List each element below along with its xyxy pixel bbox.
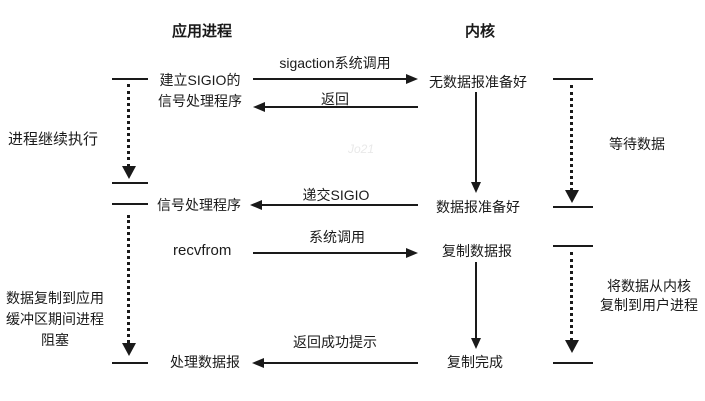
app-timeline-tick-2	[112, 182, 148, 184]
copy-note-line2: 复制到用户进程	[600, 297, 698, 313]
blocking-note-line2: 缓冲区期间进程	[6, 311, 104, 327]
kernel-step-no-datagram-ready: 无数据报准备好	[429, 74, 527, 90]
kernel-timeline-tick-4	[553, 362, 593, 364]
kernel-step-copy-complete: 复制完成	[447, 354, 503, 370]
return-success-arrow	[252, 358, 418, 368]
sigaction-syscall-label: sigaction系统调用	[279, 55, 391, 71]
syscall-label: 系统调用	[309, 229, 365, 245]
process-continues-note: 进程继续执行	[8, 131, 99, 148]
kernel-timeline-tick-1	[553, 78, 593, 80]
kernel-wait-dotted-arrow-1	[565, 85, 579, 203]
kernel-header: 内核	[464, 23, 495, 40]
arrowhead-down-icon	[122, 166, 136, 179]
deliver-sigio-label: 递交SIGIO	[302, 187, 370, 203]
app-step-setup-sigio: 建立SIGIO的 信号处理程序	[152, 70, 248, 112]
app-wait-dotted-arrow-2	[122, 215, 136, 356]
app-step-recvfrom: recvfrom	[173, 242, 232, 259]
syscall-arrow	[253, 248, 418, 258]
dotted-shaft	[570, 85, 573, 191]
watermark: Jo21	[348, 142, 375, 156]
return-label: 返回	[321, 91, 349, 107]
wait-data-note: 等待数据	[609, 136, 665, 152]
arrowhead-left-icon	[253, 102, 265, 112]
arrow-shaft	[253, 252, 408, 254]
copy-kernel-to-user-note: 将数据从内核 复制到用户进程	[595, 277, 703, 315]
sigaction-call-arrow	[253, 74, 418, 84]
app-step-process-datagram: 处理数据报	[170, 354, 240, 370]
arrow-shaft	[262, 362, 418, 364]
app-wait-dotted-arrow-1	[122, 84, 136, 179]
app-timeline-tick-4	[112, 362, 148, 364]
app-timeline-tick-1	[112, 78, 148, 80]
arrowhead-down-icon	[565, 190, 579, 203]
arrowhead-right-icon	[406, 248, 418, 258]
arrowhead-down-icon	[565, 340, 579, 353]
arrowhead-down-icon	[471, 182, 481, 193]
arrowhead-left-icon	[252, 358, 264, 368]
app-process-header: 应用进程	[171, 23, 232, 40]
arrowhead-left-icon	[250, 200, 262, 210]
return-arrow	[253, 102, 418, 112]
dotted-shaft	[127, 84, 130, 167]
blocking-note-line1: 数据复制到应用	[6, 290, 104, 306]
return-success-label: 返回成功提示	[293, 334, 377, 350]
setup-sigio-line2: 信号处理程序	[158, 93, 242, 109]
blocking-note: 数据复制到应用 缓冲区期间进程 阻塞	[2, 288, 108, 351]
arrowhead-down-icon	[471, 338, 481, 349]
kernel-timeline-tick-2	[553, 206, 593, 208]
dotted-shaft	[570, 252, 573, 341]
arrowhead-down-icon	[122, 343, 136, 356]
kernel-step-datagram-ready: 数据报准备好	[436, 199, 520, 215]
deliver-sigio-arrow	[250, 200, 418, 210]
kernel-progress-arrow-1	[471, 92, 481, 193]
kernel-timeline-tick-3	[553, 245, 593, 247]
arrow-shaft	[253, 78, 408, 80]
kernel-wait-dotted-arrow-2	[565, 252, 579, 353]
setup-sigio-line1: 建立SIGIO的	[159, 72, 241, 88]
arrow-shaft	[263, 106, 418, 108]
arrow-shaft	[475, 92, 477, 183]
kernel-step-copy-datagram: 复制数据报	[442, 243, 512, 259]
app-step-signal-handler: 信号处理程序	[157, 197, 241, 213]
arrowhead-right-icon	[406, 74, 418, 84]
arrow-shaft	[475, 262, 477, 339]
blocking-note-line3: 阻塞	[41, 332, 69, 348]
arrow-shaft	[260, 204, 418, 206]
kernel-progress-arrow-2	[471, 262, 481, 349]
app-timeline-tick-3	[112, 203, 148, 205]
copy-note-line1: 将数据从内核	[607, 278, 691, 294]
dotted-shaft	[127, 215, 130, 343]
